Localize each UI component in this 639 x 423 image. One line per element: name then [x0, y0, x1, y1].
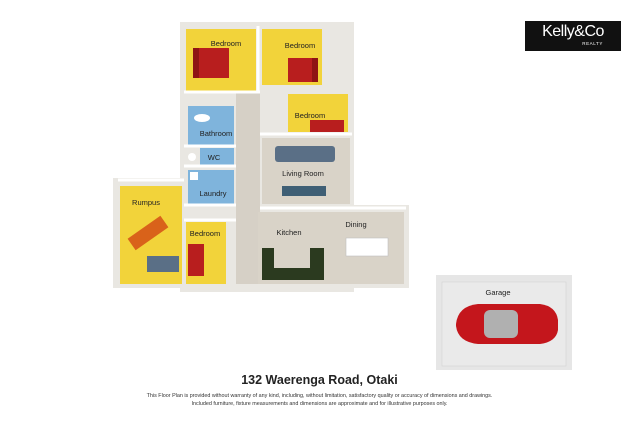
rumpus: Rumpus	[120, 186, 182, 284]
bathroom: Bathroom	[188, 106, 234, 146]
realty-logo: Kelly&Co REALTY	[525, 21, 621, 51]
bedroom-bottom: Bedroom	[186, 222, 226, 284]
toilet-icon	[188, 153, 196, 161]
bedroom-top-right: Bedroom	[262, 29, 322, 85]
rug-icon	[282, 186, 326, 196]
room-label-bedroom-1: Bedroom	[211, 39, 241, 48]
room-label-bedroom-4: Bedroom	[190, 229, 220, 238]
sofa-icon	[147, 256, 179, 272]
disclaimer-line-2: Included furniture, fixture measurements…	[191, 401, 448, 407]
wc: WC	[188, 148, 234, 166]
room-label-garage: Garage	[485, 288, 510, 297]
kitchen-counter-icon	[262, 248, 324, 280]
logo-name: Kelly&Co	[542, 23, 604, 40]
logo-sub: REALTY	[582, 41, 603, 46]
kitchen-dining: Kitchen Dining	[258, 212, 404, 284]
room-label-bedroom-3: Bedroom	[295, 111, 325, 120]
floor-plan: Bedroom Bedroom Bedroom Bathroom WC Laun…	[113, 22, 572, 370]
hallway-floor	[236, 92, 260, 284]
bedroom-mid-right: Bedroom	[288, 94, 348, 132]
room-label-kitchen: Kitchen	[276, 228, 301, 237]
bathtub-icon	[194, 114, 210, 122]
room-label-living-room: Living Room	[282, 169, 324, 178]
laundry: Laundry	[188, 170, 234, 204]
bed-icon	[310, 120, 344, 132]
bed-icon	[188, 244, 204, 276]
property-address: 132 Waerenga Road, Otaki	[241, 373, 398, 387]
room-label-bedroom-2: Bedroom	[285, 41, 315, 50]
dining-table-icon	[345, 237, 389, 257]
garage: Garage	[441, 281, 567, 367]
room-label-wc: WC	[208, 153, 221, 162]
room-label-rumpus: Rumpus	[132, 198, 160, 207]
washer-icon	[190, 172, 198, 180]
room-label-bathroom: Bathroom	[200, 129, 233, 138]
bedroom-top-left: Bedroom	[186, 29, 256, 91]
disclaimer-line-1: This Floor Plan is provided without warr…	[146, 393, 493, 399]
room-label-dining: Dining	[345, 220, 366, 229]
room-label-laundry: Laundry	[199, 189, 226, 198]
sofa-icon	[127, 215, 169, 251]
living-room: Living Room	[262, 138, 350, 204]
sofa-icon	[275, 146, 335, 162]
interior-walls	[118, 26, 406, 222]
